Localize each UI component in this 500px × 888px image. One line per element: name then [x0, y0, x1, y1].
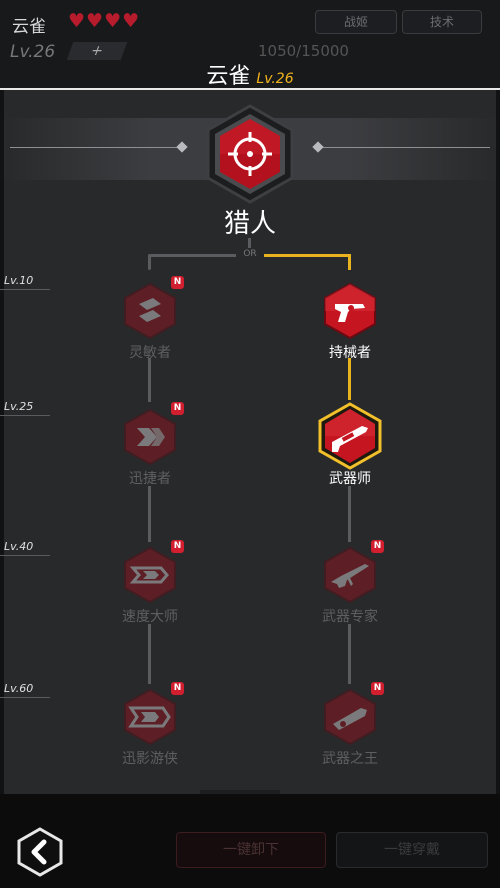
banner-line-left: [10, 147, 180, 148]
branch-left-v: [148, 254, 151, 270]
new-badge: N: [171, 682, 184, 695]
shotgun-icon[interactable]: [316, 402, 384, 470]
level-marker-40: Lv.40: [0, 540, 54, 558]
new-badge: N: [371, 540, 384, 553]
class-name: 猎人: [223, 209, 276, 239]
node-label-launcher: 武器之王: [322, 751, 378, 767]
shadow-ranger-icon[interactable]: [121, 688, 179, 746]
agility-icon[interactable]: [121, 282, 179, 340]
bg-level: Lv.26: [10, 42, 56, 62]
level-marker-60: Lv.60: [0, 682, 54, 700]
branch-right-h: [264, 254, 350, 257]
equip-all-button[interactable]: 一键穿戴: [336, 832, 488, 868]
node-label-speed-master: 速度大师: [122, 609, 178, 625]
character-level: Lv.26: [256, 71, 294, 87]
left-connector-2: [148, 486, 151, 542]
left-connector-3: [148, 624, 151, 684]
banner-line-right: [320, 147, 490, 148]
revolver-icon[interactable]: [321, 282, 379, 340]
rifle-icon[interactable]: [321, 546, 379, 604]
bg-exp: 1050/15000: [258, 42, 349, 60]
node-label-swift: 迅捷者: [129, 471, 171, 487]
right-connector-1: [348, 358, 351, 400]
unequip-all-button[interactable]: 一键卸下: [176, 832, 326, 868]
bg-button-b: 技术: [402, 10, 482, 34]
or-label: OR: [243, 249, 257, 259]
launcher-icon[interactable]: [321, 688, 379, 746]
level-marker-25: Lv.25: [0, 400, 54, 418]
right-connector-2: [348, 486, 351, 542]
node-label-agility: 灵敏者: [129, 345, 171, 361]
right-connector-3: [348, 624, 351, 684]
new-badge: N: [371, 682, 384, 695]
node-label-revolver: 持械者: [329, 345, 371, 361]
bg-character-name: 云雀: [12, 17, 46, 37]
branch-right-v: [348, 254, 351, 270]
back-button[interactable]: [14, 826, 66, 878]
page-title: 云雀 Lv.26: [0, 58, 500, 90]
speed-master-icon[interactable]: [121, 546, 179, 604]
class-tree-panel: [4, 90, 496, 794]
new-badge: N: [171, 276, 184, 289]
branch-stem: [248, 238, 251, 248]
node-label-shadow-ranger: 迅影游侠: [122, 751, 178, 767]
title-divider: [0, 88, 500, 90]
node-label-rifle: 武器专家: [322, 609, 378, 625]
crosshair-icon[interactable]: [200, 104, 300, 204]
chevron-left-icon: [17, 827, 63, 877]
node-label-shotgun: 武器师: [329, 471, 371, 487]
bg-hearts: ♥♥♥♥: [68, 10, 141, 32]
branch-left-h: [150, 254, 236, 257]
new-badge: N: [171, 402, 184, 415]
character-name: 云雀: [206, 64, 251, 89]
swift-icon[interactable]: [121, 408, 179, 466]
level-marker-10: Lv.10: [0, 274, 54, 292]
new-badge: N: [171, 540, 184, 553]
bg-button-a: 战姬: [315, 10, 397, 34]
left-connector-1: [148, 358, 151, 402]
